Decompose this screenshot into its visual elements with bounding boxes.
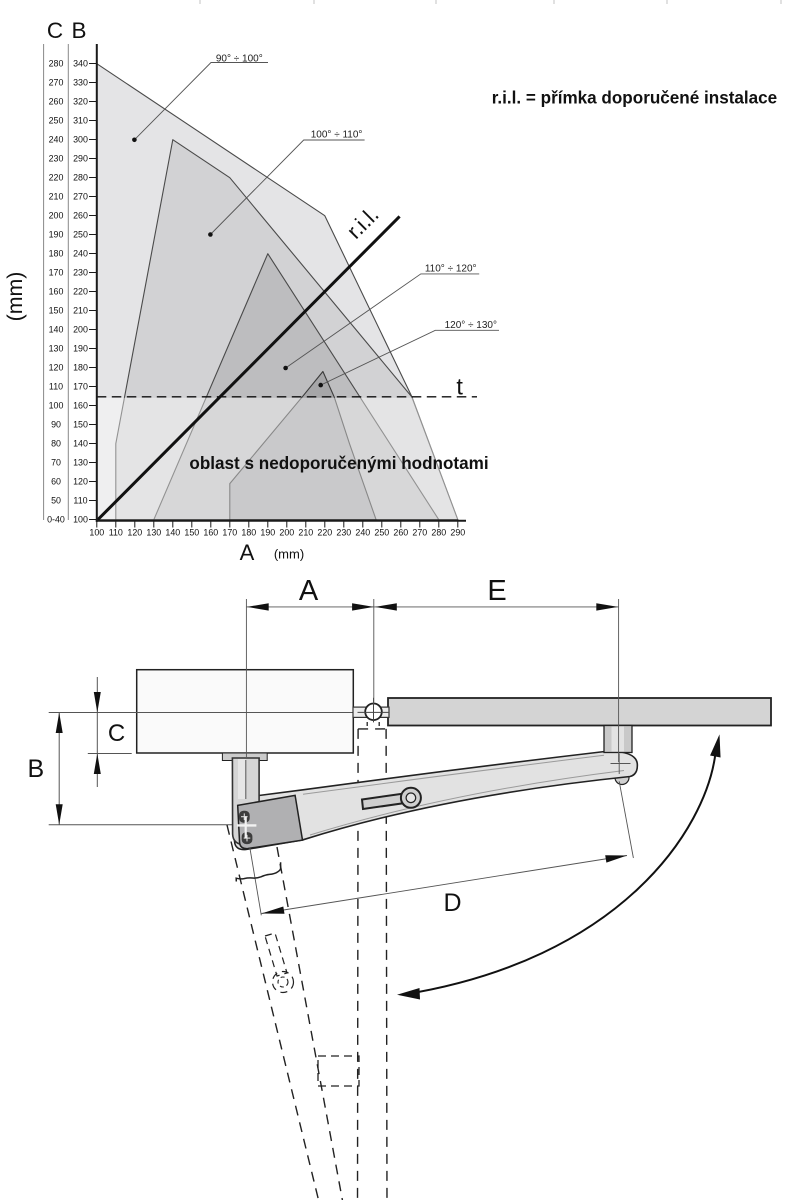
svg-text:0-40: 0-40 [47, 515, 65, 525]
svg-text:240: 240 [73, 249, 88, 259]
svg-text:150: 150 [73, 420, 88, 430]
svg-text:50: 50 [51, 496, 61, 506]
svg-text:240: 240 [49, 135, 64, 145]
svg-text:200: 200 [279, 528, 294, 538]
svg-text:D: D [443, 889, 461, 917]
svg-text:270: 270 [49, 78, 64, 88]
svg-text:B: B [71, 18, 86, 43]
svg-text:280: 280 [73, 173, 88, 183]
svg-text:250: 250 [73, 230, 88, 240]
svg-text:190: 190 [49, 230, 64, 240]
svg-text:90° ÷ 100°: 90° ÷ 100° [216, 54, 263, 65]
svg-text:220: 220 [73, 287, 88, 297]
svg-text:130: 130 [73, 458, 88, 468]
svg-text:110: 110 [109, 528, 123, 538]
svg-text:C: C [47, 18, 63, 43]
svg-text:200: 200 [73, 325, 88, 335]
svg-text:170: 170 [73, 382, 88, 392]
svg-text:340: 340 [73, 59, 88, 69]
svg-text:100: 100 [49, 401, 64, 411]
svg-text:330: 330 [73, 78, 88, 88]
svg-text:160: 160 [203, 528, 218, 538]
svg-text:140: 140 [73, 439, 88, 449]
svg-text:230: 230 [336, 528, 351, 538]
svg-text:220: 220 [317, 528, 332, 538]
svg-text:180: 180 [73, 363, 88, 373]
svg-text:150: 150 [49, 306, 64, 316]
svg-text:130: 130 [146, 528, 161, 538]
svg-text:190: 190 [260, 528, 275, 538]
svg-text:(mm): (mm) [3, 272, 27, 322]
svg-text:300: 300 [73, 135, 88, 145]
svg-text:170: 170 [49, 268, 64, 278]
svg-text:270: 270 [412, 528, 427, 538]
svg-text:140: 140 [165, 528, 180, 538]
svg-text:220: 220 [49, 173, 64, 183]
svg-text:110: 110 [73, 496, 87, 506]
svg-text:r.i.l. = přímka doporučené ins: r.i.l. = přímka doporučené instalace [492, 89, 777, 108]
svg-text:190: 190 [73, 344, 88, 354]
svg-text:140: 140 [49, 325, 64, 335]
svg-text:250: 250 [49, 116, 64, 126]
svg-text:100: 100 [73, 515, 88, 525]
svg-text:260: 260 [49, 97, 64, 107]
svg-text:210: 210 [73, 306, 88, 316]
svg-text:80: 80 [51, 439, 61, 449]
svg-text:t: t [456, 373, 463, 399]
svg-text:120: 120 [127, 528, 142, 538]
svg-text:100: 100 [89, 528, 104, 538]
svg-text:A: A [299, 575, 319, 607]
svg-text:170: 170 [222, 528, 237, 538]
svg-text:B: B [27, 755, 44, 783]
svg-text:240: 240 [355, 528, 370, 538]
svg-text:150: 150 [184, 528, 199, 538]
svg-text:280: 280 [49, 59, 64, 69]
svg-text:260: 260 [393, 528, 408, 538]
svg-text:60: 60 [51, 477, 61, 487]
svg-text:oblast s nedoporučenými hodnot: oblast s nedoporučenými hodnotami [189, 454, 488, 473]
svg-text:A: A [240, 540, 255, 565]
svg-text:130: 130 [49, 344, 64, 354]
svg-text:310: 310 [73, 116, 88, 126]
svg-text:90: 90 [51, 420, 61, 430]
svg-text:C: C [108, 720, 125, 747]
svg-text:110° ÷ 120°: 110° ÷ 120° [425, 264, 477, 275]
svg-text:270: 270 [73, 192, 88, 202]
svg-text:180: 180 [49, 249, 64, 259]
svg-text:70: 70 [51, 458, 61, 468]
svg-text:110: 110 [49, 382, 63, 392]
svg-text:(mm): (mm) [274, 547, 304, 562]
svg-text:320: 320 [73, 97, 88, 107]
svg-text:280: 280 [431, 528, 446, 538]
svg-text:230: 230 [73, 268, 88, 278]
svg-text:120° ÷ 130°: 120° ÷ 130° [445, 320, 497, 331]
svg-text:290: 290 [450, 528, 465, 538]
svg-text:100° ÷ 110°: 100° ÷ 110° [311, 129, 363, 140]
svg-text:120: 120 [73, 477, 88, 487]
svg-text:210: 210 [298, 528, 313, 538]
svg-text:160: 160 [73, 401, 88, 411]
svg-text:260: 260 [73, 211, 88, 221]
svg-text:200: 200 [49, 211, 64, 221]
svg-text:250: 250 [374, 528, 389, 538]
svg-text:120: 120 [49, 363, 64, 373]
svg-text:160: 160 [49, 287, 64, 297]
svg-text:210: 210 [49, 192, 64, 202]
svg-text:180: 180 [241, 528, 256, 538]
svg-text:E: E [487, 575, 506, 607]
svg-text:230: 230 [49, 154, 64, 164]
svg-text:290: 290 [73, 154, 88, 164]
